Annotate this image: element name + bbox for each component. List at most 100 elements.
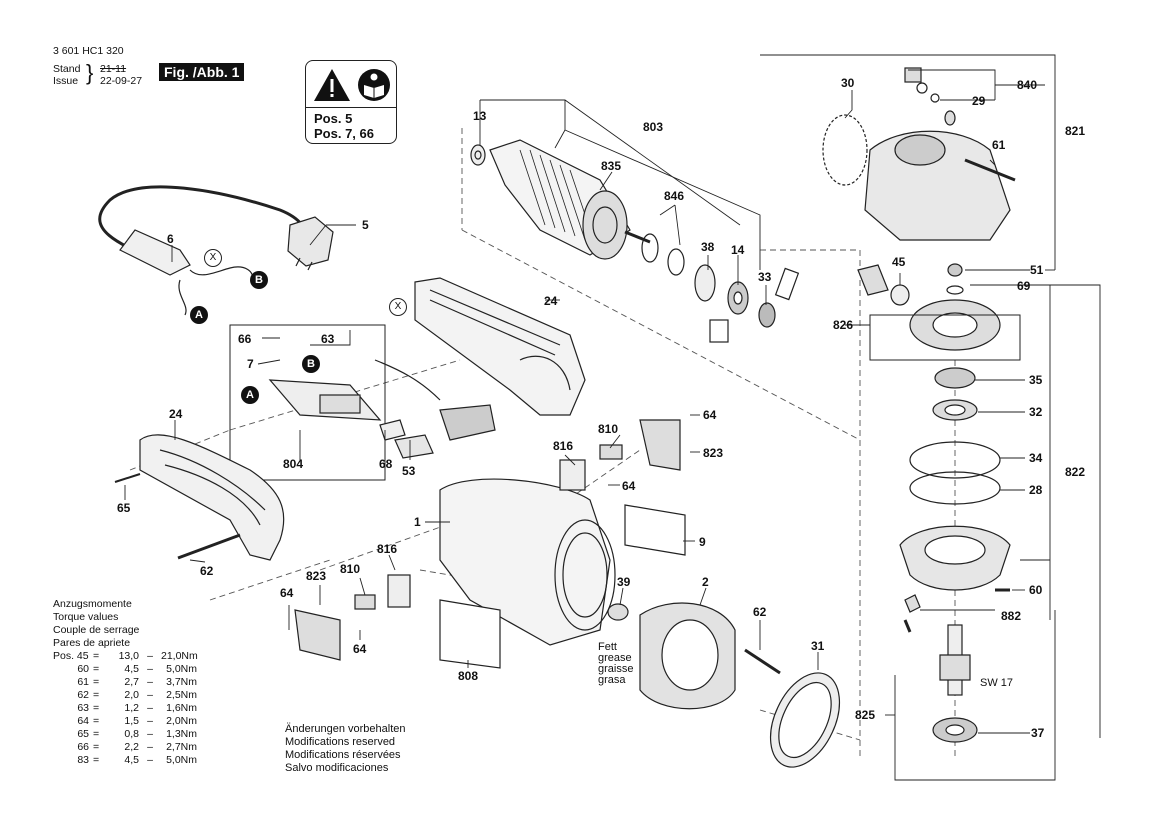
callout-835: 835: [601, 159, 622, 173]
callout-38: 38: [701, 240, 715, 254]
field-coil-drawing: [639, 602, 736, 710]
issue-value: 22-09-27: [100, 75, 143, 87]
wrench-size-label: SW 17: [980, 677, 1014, 689]
callout-840: 840: [1017, 78, 1038, 92]
callout-51: 51: [1030, 263, 1044, 277]
torque-heading-fr: Couple de serrage: [53, 624, 140, 636]
torque-pos: 66: [77, 741, 89, 753]
callout-61: 61: [992, 138, 1006, 152]
torque-min: 2,2: [124, 741, 139, 753]
power-cord-drawing: [98, 185, 334, 316]
handle-top-drawing: [414, 277, 586, 416]
callout-2: 2: [702, 575, 709, 589]
callout-64-left: 64: [280, 586, 294, 600]
torque-row: 60=4,5–5,0Nm: [53, 663, 197, 676]
callout-808: 808: [458, 669, 479, 683]
torque-row: 83=4,5–5,0Nm: [53, 754, 197, 767]
torque-dash: –: [147, 663, 153, 675]
torque-dash: –: [147, 676, 153, 688]
torque-min: 13,0: [118, 650, 139, 662]
callout-823-lower: 823: [306, 569, 327, 583]
torque-pos: 65: [77, 728, 89, 740]
warning-pos-line1: Pos. 5: [314, 111, 353, 126]
torque-dash: –: [147, 754, 153, 766]
callout-13: 13: [473, 109, 487, 123]
brace: }: [86, 60, 94, 85]
motor-housing-drawing: [439, 478, 616, 646]
callout-32: 32: [1029, 405, 1043, 419]
warning-pos-line2: Pos. 7, 66: [314, 126, 374, 141]
marker-b-switch: B: [302, 355, 320, 373]
torque-dash: –: [147, 702, 153, 714]
torque-max: 5,0Nm: [166, 663, 197, 675]
torque-dash: –: [147, 715, 153, 727]
stand-label: Stand: [53, 63, 81, 75]
torque-max: 2,7Nm: [166, 741, 197, 753]
callout-35: 35: [1029, 373, 1043, 387]
figure-label: Fig. /Abb. 1: [159, 63, 245, 81]
callout-816-upper: 816: [553, 439, 574, 453]
callout-64-middle: 64: [622, 479, 636, 493]
torque-max: 21,0Nm: [161, 650, 198, 662]
callout-65: 65: [117, 501, 131, 515]
torque-eq: =: [93, 702, 100, 714]
callout-6: 6: [167, 232, 174, 246]
grease-note-de: Fett: [598, 641, 617, 653]
marker-x-handle: X: [389, 298, 407, 316]
warning-icon: [314, 69, 350, 101]
callout-14: 14: [731, 243, 745, 257]
issue-label: Issue: [53, 75, 79, 87]
torque-heading-es: Pares de apriete: [53, 637, 131, 649]
torque-min: 1,5: [124, 715, 139, 727]
torque-pos: 63: [77, 702, 89, 714]
modifications-note-en: Modifications reserved: [285, 736, 396, 748]
read-manual-icon: [358, 69, 390, 101]
callout-63: 63: [321, 332, 335, 346]
torque-pos: 62: [77, 689, 89, 701]
modifications-note: Änderungen vorbehalten Modifications res…: [285, 723, 405, 775]
torque-min: 2,0: [124, 689, 139, 701]
stand-value: 21-11: [100, 63, 127, 75]
callout-64-upper: 64: [703, 408, 717, 422]
handle-left-drawing: [139, 434, 285, 561]
torque-heading-en: Torque values: [53, 611, 119, 623]
torque-heading-de: Anzugsmomente: [53, 598, 132, 610]
torque-pos: 64: [77, 715, 89, 727]
grease-note-en: grease: [598, 652, 632, 664]
torque-eq: =: [93, 663, 100, 675]
torque-pos: 83: [77, 754, 89, 766]
callout-803: 803: [643, 120, 664, 134]
callout-66: 66: [238, 332, 252, 346]
torque-max: 1,3Nm: [166, 728, 197, 740]
gear-head-drawing: [822, 114, 1016, 241]
callout-804: 804: [283, 457, 304, 471]
circlip-drawing: [641, 233, 659, 263]
callout-29: 29: [972, 94, 986, 108]
callout-60: 60: [1029, 583, 1043, 597]
callout-24-upper: 24: [544, 294, 558, 308]
callout-62-coil: 62: [753, 605, 767, 619]
torque-row: Pos. 45=13,0–21,0Nm: [53, 650, 198, 663]
callout-9: 9: [699, 535, 706, 549]
grease-note-es: grasa: [598, 674, 626, 686]
torque-row: 62=2,0–2,5Nm: [53, 689, 197, 702]
torque-row: 65=0,8–1,3Nm: [53, 728, 197, 741]
callout-69: 69: [1017, 279, 1031, 293]
callout-33: 33: [758, 270, 772, 284]
callout-826: 826: [833, 318, 854, 332]
torque-min: 1,2: [124, 702, 139, 714]
torque-eq: =: [93, 728, 100, 740]
marker-b-cable: B: [250, 271, 268, 289]
marker-a-cable: A: [190, 306, 208, 324]
torque-pos: 61: [77, 676, 89, 688]
callout-68: 68: [379, 457, 393, 471]
torque-pos: 60: [77, 663, 89, 675]
callout-846: 846: [664, 189, 685, 203]
torque-max: 5,0Nm: [166, 754, 197, 766]
callout-882: 882: [1001, 609, 1022, 623]
torque-min: 4,5: [124, 754, 139, 766]
torque-dash: –: [147, 650, 153, 662]
modifications-note-es: Salvo modificaciones: [285, 762, 389, 774]
torque-table: Anzugsmomente Torque values Couple de se…: [53, 598, 198, 767]
